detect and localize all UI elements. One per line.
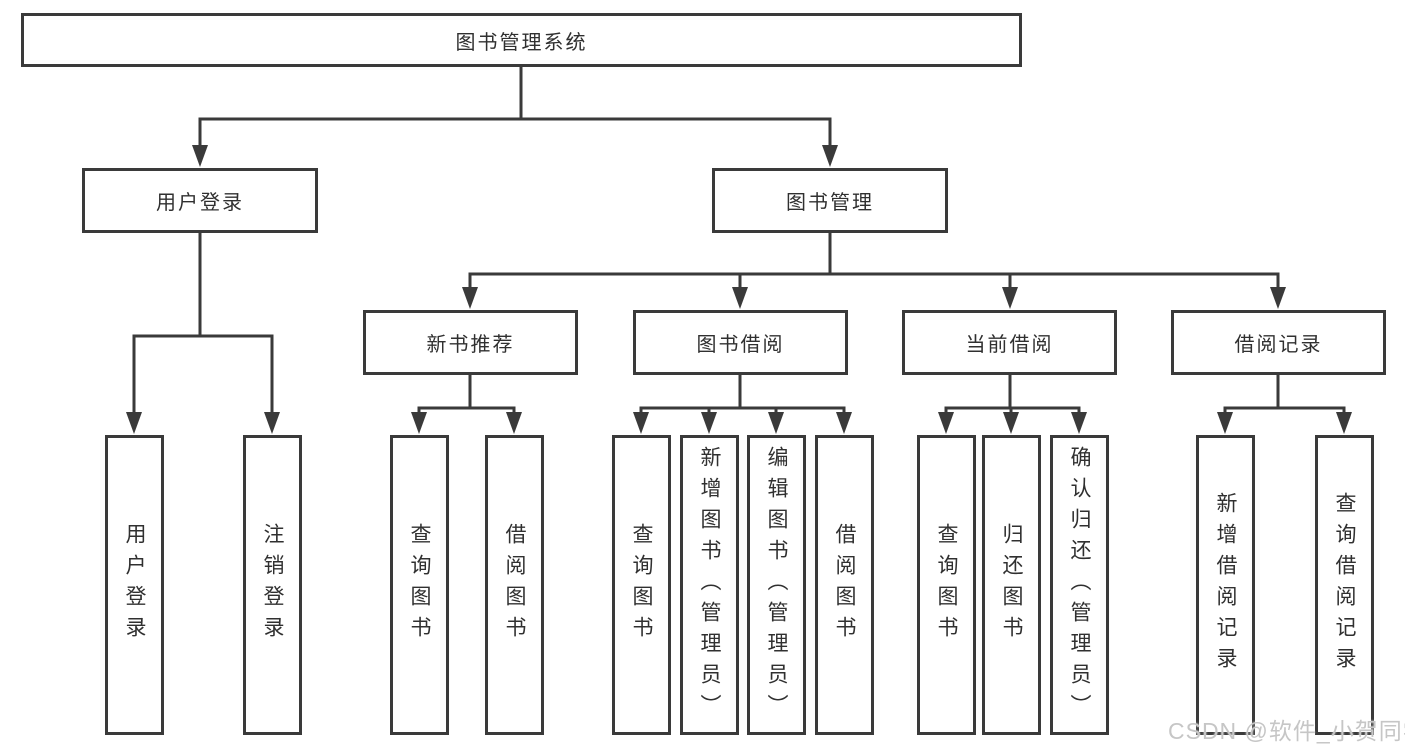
arrow-down-icon [192,145,208,167]
leaf-query-books-current: 查询图书 [917,435,976,735]
leaf-borrow-books-recommend: 借阅图书 [485,435,544,735]
leaf-add-books-admin: 新增图书（管理员） [680,435,739,735]
arrow-down-icon [462,287,478,309]
leaf-label: 注销登录 [261,523,284,647]
node-new-book-recommendation: 新书推荐 [363,310,578,375]
branch-user-login [126,231,280,434]
branch-book-borrowing [633,373,852,434]
leaf-borrow-books: 借阅图书 [815,435,874,735]
leaf-label: 借阅图书 [503,523,526,647]
arrow-down-icon [264,412,280,434]
arrow-down-icon [836,412,852,434]
leaf-label: 查询借阅记录 [1333,492,1356,678]
node-current-borrowing: 当前借阅 [902,310,1117,375]
arrow-down-icon [633,412,649,434]
arrow-down-icon [732,287,748,309]
branch-current-borrowing [938,373,1087,434]
leaf-return-books: 归还图书 [982,435,1041,735]
arrow-down-icon [506,412,522,434]
arrow-down-icon [822,145,838,167]
leaf-label: 查询图书 [935,523,958,647]
arrow-down-icon [938,412,954,434]
leaf-label: 查询图书 [408,523,431,647]
arrow-down-icon [701,412,717,434]
leaf-query-borrow-record: 查询借阅记录 [1315,435,1374,735]
branch-book-management [462,231,1286,309]
arrow-down-icon [411,412,427,434]
leaf-label: 查询图书 [630,523,653,647]
leaf-confirm-return-admin: 确认归还（管理员） [1050,435,1109,735]
arrow-down-icon [1002,287,1018,309]
branch-new-book-recommendation [411,373,522,434]
leaf-label: 确认归还（管理员） [1068,445,1091,725]
branch-root [192,65,838,167]
leaf-logout: 注销登录 [243,435,302,735]
node-library-management-system: 图书管理系统 [21,13,1022,67]
arrow-down-icon [768,412,784,434]
node-book-management: 图书管理 [712,168,948,233]
leaf-label: 新增图书（管理员） [698,445,721,725]
arrow-down-icon [1270,287,1286,309]
arrow-down-icon [126,412,142,434]
node-borrowing-records: 借阅记录 [1171,310,1386,375]
arrow-down-icon [1071,412,1087,434]
leaf-query-books-recommend: 查询图书 [390,435,449,735]
arrow-down-icon [1217,412,1233,434]
leaf-label: 借阅图书 [833,523,856,647]
csdn-watermark: CSDN @软件_小贺同学 [1168,718,1405,744]
leaf-user-login: 用户登录 [105,435,164,735]
leaf-label: 归还图书 [1000,523,1023,647]
node-book-borrowing: 图书借阅 [633,310,848,375]
branch-borrowing-records [1217,373,1352,434]
arrow-down-icon [1336,412,1352,434]
leaf-label: 新增借阅记录 [1214,492,1237,678]
leaf-add-borrow-record: 新增借阅记录 [1196,435,1255,735]
leaf-query-books-borrowing: 查询图书 [612,435,671,735]
leaf-label: 编辑图书（管理员） [765,445,788,725]
arrow-down-icon [1003,412,1019,434]
node-user-login: 用户登录 [82,168,318,233]
leaf-edit-books-admin: 编辑图书（管理员） [747,435,806,735]
leaf-label: 用户登录 [123,523,146,647]
